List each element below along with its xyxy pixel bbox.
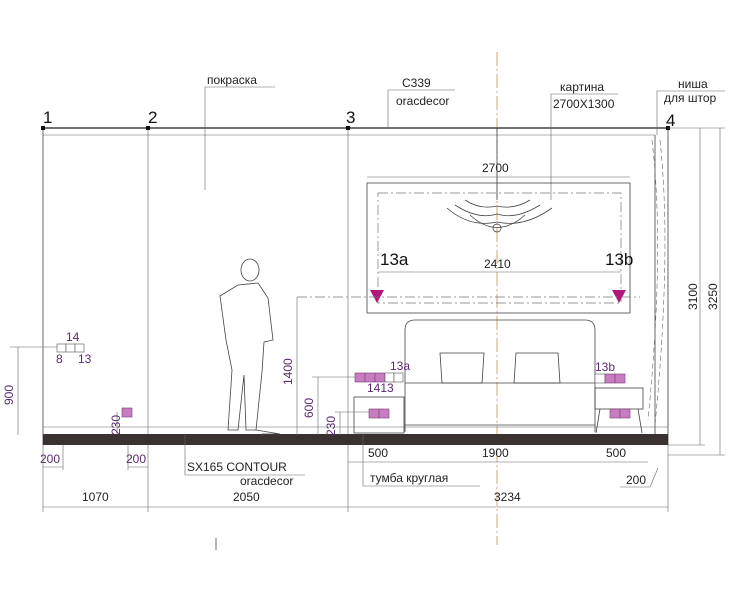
dim-200-mid: 200 <box>126 452 146 466</box>
dim-900: 900 <box>2 385 16 405</box>
wall-outline <box>42 127 669 445</box>
socket-label-1413: 1413 <box>367 381 394 395</box>
painting-frame <box>366 182 631 314</box>
dim-2050: 2050 <box>233 490 260 504</box>
socket-right-nightstand-2 <box>619 408 631 419</box>
dim-1070: 1070 <box>82 490 109 504</box>
axis-label-1: 1 <box>43 108 52 127</box>
dim-3100: 3100 <box>686 283 700 310</box>
light-marker-13a-icon <box>370 290 384 303</box>
dim-600: 600 <box>302 398 316 418</box>
socket-group-left <box>56 343 85 353</box>
marker-13a: 13a <box>380 250 409 269</box>
dim-1900: 1900 <box>482 446 509 460</box>
dim-500-left: 500 <box>368 446 388 460</box>
cornice-brand-callout: oracdecor <box>396 94 449 108</box>
marker-13b: 13b <box>605 250 633 269</box>
skirting-brand-callout: oracdecor <box>240 474 293 488</box>
axis-label-4: 4 <box>666 111 675 130</box>
socket-group-13a <box>354 372 404 383</box>
dim-200-left: 200 <box>40 452 60 466</box>
socket-marker-13b: 13b <box>595 360 615 374</box>
light-marker-13b-icon <box>612 290 626 303</box>
niche-callout-line1: ниша <box>678 77 708 91</box>
dim-230-right: 230 <box>324 416 338 436</box>
dim-2410: 2410 <box>484 257 511 271</box>
cornice-code-callout: C339 <box>402 76 431 90</box>
nightstand-callout: тумба круглая <box>370 471 448 485</box>
bed <box>404 319 596 432</box>
dim-500-right: 500 <box>606 446 626 460</box>
socket-left-nightstand <box>368 408 380 419</box>
axis-label-2: 2 <box>148 108 157 127</box>
socket-group-13b <box>594 373 626 384</box>
paint-callout: покраска <box>207 73 257 87</box>
socket-wall <box>121 407 133 418</box>
socket-left-nightstand-2 <box>378 408 390 419</box>
grid-axis-markers: 1 2 3 4 <box>41 108 675 130</box>
dim-3250: 3250 <box>706 283 720 310</box>
socket-right-nightstand <box>609 408 621 419</box>
chandelier-icon <box>446 128 553 233</box>
painting-title-callout: картина <box>560 80 604 94</box>
dim-1400: 1400 <box>281 358 295 385</box>
axis-label-3: 3 <box>346 108 355 127</box>
dim-2700: 2700 <box>482 161 509 175</box>
left-nightstand <box>353 396 405 434</box>
dim-230-left: 230 <box>109 415 123 435</box>
human-figure-icon <box>219 258 281 435</box>
niche-callout-line2: для штор <box>664 91 716 105</box>
socket-label-8: 8 <box>56 352 63 366</box>
curtain <box>647 139 666 426</box>
socket-label-14: 14 <box>66 330 80 344</box>
dim-200-right: 200 <box>626 473 646 487</box>
socket-label-13: 13 <box>78 352 92 366</box>
dim-3234: 3234 <box>494 490 521 504</box>
skirting-code-callout: SX165 CONTOUR <box>187 460 287 474</box>
floor-skirting-band <box>43 434 668 445</box>
painting-size-callout: 2700X1300 <box>553 97 615 111</box>
socket-marker-13a: 13a <box>390 359 410 373</box>
